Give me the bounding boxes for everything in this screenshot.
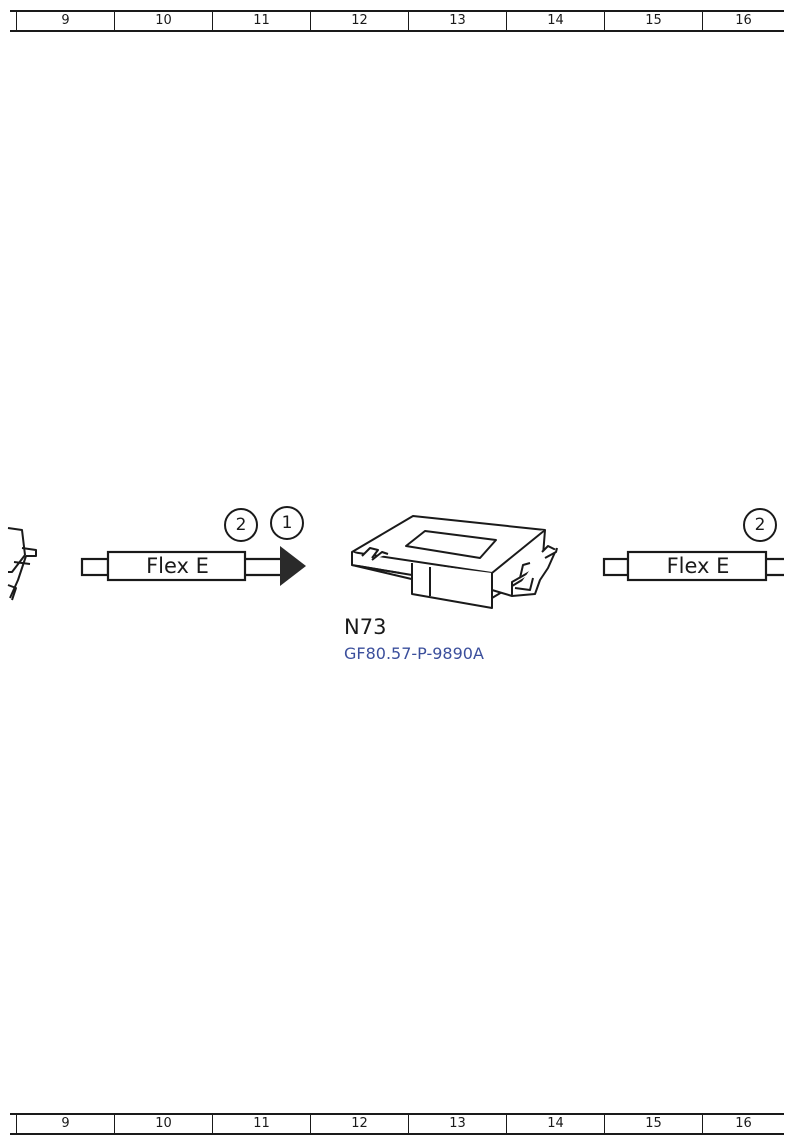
- ruler-cell: 11: [212, 10, 310, 32]
- marker-circle: [224, 508, 258, 542]
- ruler-line: [10, 10, 784, 12]
- bottom-grid-ruler: 9 10 11 12 13 14 15 16: [0, 1113, 794, 1135]
- marker-circle: [270, 506, 304, 540]
- ruler-cell: 15: [604, 10, 702, 32]
- ruler-cell: 10: [114, 1113, 212, 1135]
- ruler-cell: 16: [702, 1113, 784, 1135]
- flex-e-label-left: Flex E: [146, 554, 209, 578]
- marker-circle: [743, 508, 777, 542]
- flex-e-connector-left: [80, 550, 281, 582]
- ruler-line: [10, 1113, 784, 1115]
- marker-number: 1: [281, 513, 293, 533]
- ruler-cell: 9: [16, 10, 114, 32]
- ruler-cell: 10: [114, 10, 212, 32]
- ruler-cell: 15: [604, 1113, 702, 1135]
- ruler-cell: 11: [212, 1113, 310, 1135]
- component-reference-link[interactable]: GF80.57-P-9890A: [344, 644, 484, 663]
- ruler-cell: 9: [16, 1113, 114, 1135]
- ruler-cell: 16: [702, 10, 784, 32]
- ruler-cell: 12: [310, 1113, 408, 1135]
- ruler-line: [10, 30, 784, 32]
- top-grid-ruler: 9 10 11 12 13 14 15 16: [0, 10, 794, 32]
- component-id-label: N73: [344, 615, 387, 639]
- flex-e-connector-right: [602, 550, 784, 582]
- ruler-cell: 13: [408, 1113, 506, 1135]
- flex-e-label-right: Flex E: [666, 554, 730, 578]
- marker-number: 2: [754, 515, 766, 535]
- ruler-line: [10, 1133, 784, 1135]
- marker-number: 2: [235, 515, 247, 535]
- ruler-cell: 13: [408, 10, 506, 32]
- ruler-cell: 14: [506, 1113, 604, 1135]
- ruler-cell: 12: [310, 10, 408, 32]
- control-unit-n73-icon: [351, 515, 558, 609]
- ruler-cell: 14: [506, 10, 604, 32]
- partial-control-unit-left: [7, 527, 37, 601]
- arrow-right-icon: [280, 546, 306, 586]
